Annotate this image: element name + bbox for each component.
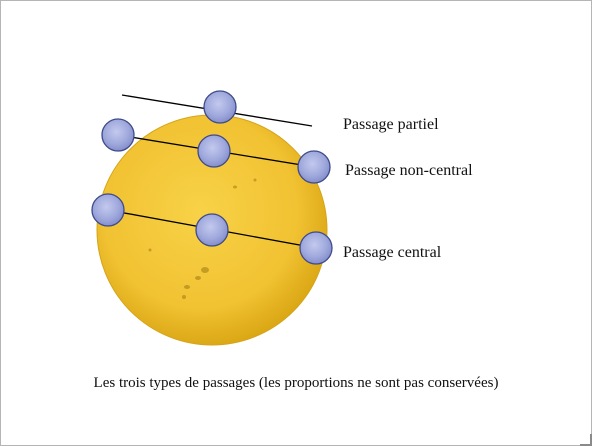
planet-non-central-end: [297, 150, 331, 184]
label-non-central-transit: Passage non-central: [345, 162, 473, 179]
slide-corner-shadow: [580, 434, 592, 446]
planet-central-end: [299, 231, 333, 265]
label-partial-transit: Passage partiel: [343, 116, 439, 133]
planet-non-central-start: [101, 118, 135, 152]
sunspots: [148, 178, 257, 299]
planet-partial-middle: [203, 90, 237, 124]
planet-central-middle: [195, 213, 229, 247]
planet-central-start: [91, 193, 125, 227]
figure-caption: Les trois types de passages (les proport…: [93, 375, 499, 391]
label-central-transit: Passage central: [343, 244, 442, 261]
planet-non-central-middle: [197, 134, 231, 168]
